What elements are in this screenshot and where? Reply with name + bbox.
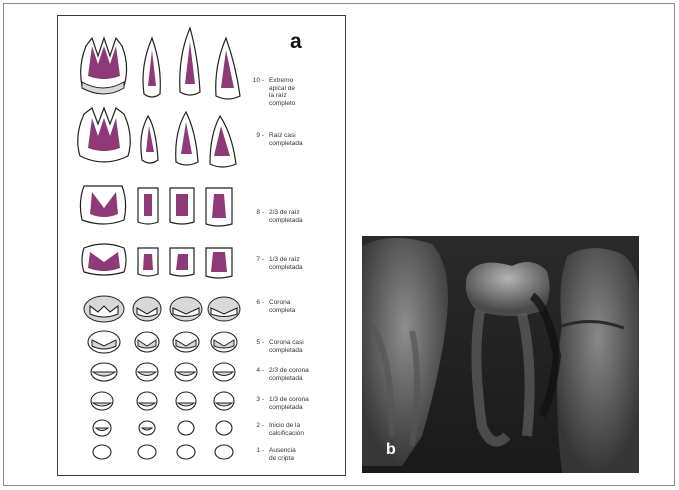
stage-2-teeth bbox=[93, 420, 232, 436]
stage-1-label: Ausencia de cripta bbox=[269, 447, 296, 462]
panel-b-radiograph: b bbox=[362, 236, 639, 473]
stage-8-number: 8 - bbox=[240, 209, 264, 217]
stage-2-number: 2 - bbox=[240, 422, 264, 430]
stage-5-label: Corona casi completada bbox=[269, 339, 304, 354]
stage-5-number: 5 - bbox=[240, 339, 264, 347]
stage-10-teeth bbox=[81, 28, 240, 99]
stage-4-number: 4 - bbox=[240, 367, 264, 375]
stage-8-label: 2/3 de raíz completada bbox=[269, 209, 303, 224]
panel-a-tooth-stages: .t { fill: #ffffff; stroke: #222; stroke… bbox=[57, 15, 346, 476]
stage-1-number: 1 - bbox=[240, 447, 264, 455]
stage-7-teeth bbox=[82, 244, 232, 278]
stage-1-teeth bbox=[93, 445, 233, 459]
stage-7-number: 7 - bbox=[240, 256, 264, 264]
stage-9-teeth bbox=[78, 108, 236, 167]
stage-9-number: 9 - bbox=[240, 132, 264, 140]
radiograph-image bbox=[362, 236, 639, 473]
stage-6-number: 6 - bbox=[240, 299, 264, 307]
stage-8-teeth bbox=[80, 186, 232, 226]
panel-b-label: b bbox=[386, 441, 396, 459]
panel-a-label: a bbox=[290, 30, 302, 54]
stage-4-teeth bbox=[91, 363, 235, 381]
stage-9-label: Raíz casi completada bbox=[269, 132, 303, 147]
stage-10-label: Extremo apical de la raíz completo bbox=[269, 77, 295, 107]
stage-2-label: Inicio de la calcificación bbox=[269, 422, 304, 437]
stage-3-number: 3 - bbox=[240, 396, 264, 404]
stage-4-label: 2/3 de corona completada bbox=[269, 367, 309, 382]
stage-5-teeth bbox=[88, 331, 237, 353]
stage-3-label: 1/3 de corona completada bbox=[269, 396, 309, 411]
stage-3-teeth bbox=[91, 392, 234, 410]
stage-6-label: Corona completa bbox=[269, 299, 295, 314]
stage-6-teeth bbox=[84, 296, 240, 322]
stage-7-label: 1/3 de raíz completada bbox=[269, 256, 303, 271]
stage-10-number: 10 - bbox=[240, 77, 264, 85]
